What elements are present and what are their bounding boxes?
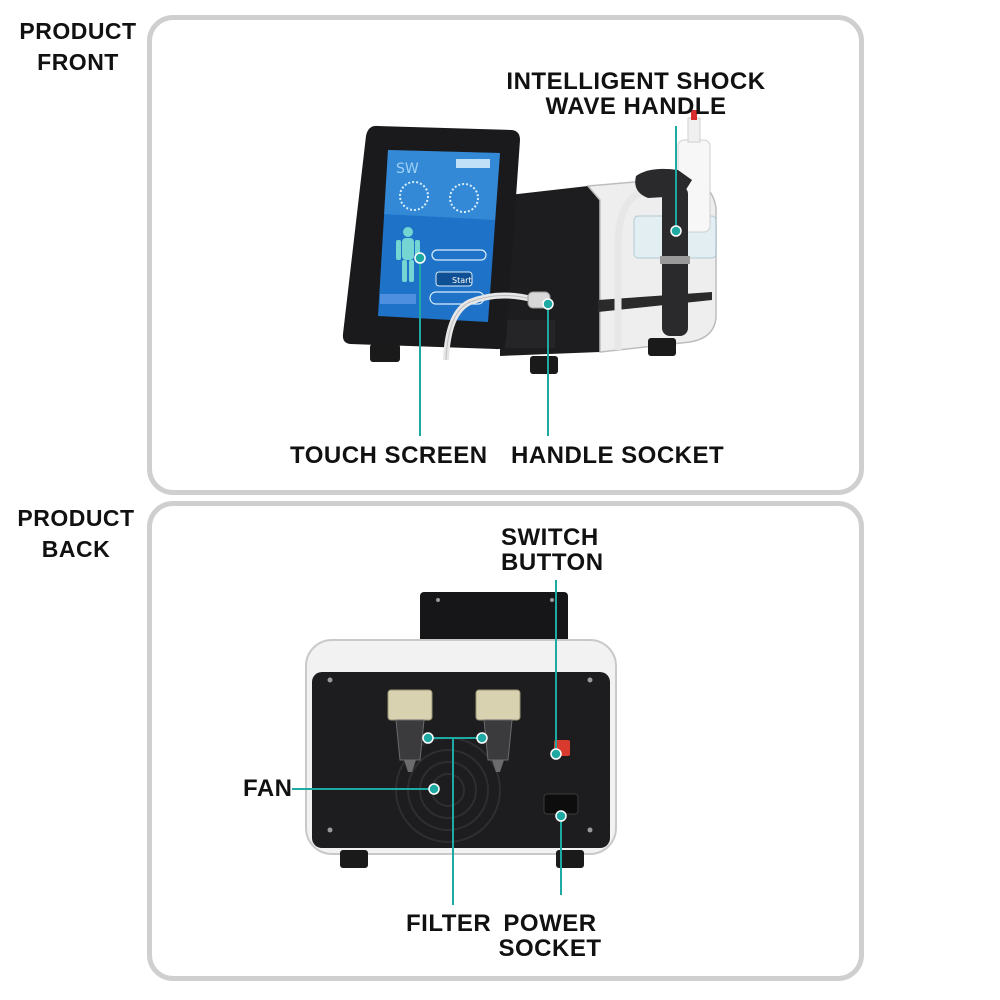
foot-back-left <box>340 850 368 868</box>
screen-start-label: Start <box>452 276 472 285</box>
back-panel-black <box>312 672 610 848</box>
foot-front-left <box>370 344 400 362</box>
foot-front-right <box>648 338 676 356</box>
device-body-front <box>500 186 600 356</box>
filter-right <box>475 689 521 772</box>
intelligent-shock-wave-handle-label: INTELLIGENT SHOCK WAVE HANDLE <box>500 69 772 119</box>
back-device <box>305 592 617 868</box>
gel-bottle-tip <box>691 110 697 120</box>
front-callout-dots <box>414 225 682 310</box>
fan-label: FAN <box>243 775 293 802</box>
switch-label-line1: SWITCH <box>501 524 599 551</box>
front-device: SW Start <box>342 110 717 374</box>
back-callout-dots <box>422 732 567 822</box>
front-title-line2: FRONT <box>37 49 119 75</box>
gel-bottle-cap <box>687 117 701 143</box>
screen-body-figure <box>396 227 420 282</box>
screen-top-field <box>456 159 490 168</box>
handle-label-line1: INTELLIGENT SHOCK <box>506 68 766 95</box>
screen-field-1 <box>431 249 487 261</box>
screen-dial-right <box>449 183 479 213</box>
screen-bottom-button <box>380 294 416 304</box>
handle-socket-label: HANDLE SOCKET <box>511 442 725 469</box>
side-cable <box>614 188 644 350</box>
back-callout-lines <box>292 580 562 905</box>
foot-front-mid <box>530 356 558 374</box>
shock-wave-handle-ring <box>660 256 690 264</box>
back-section-title: PRODUCT BACK <box>12 503 140 565</box>
switch-button-label: SWITCH BUTTON <box>501 525 604 575</box>
foot-back-right <box>556 850 584 868</box>
touch-screen-label: TOUCH SCREEN <box>290 442 488 469</box>
handle-cable-shadow <box>445 294 536 361</box>
handle-label-line2: WAVE HANDLE <box>545 93 727 120</box>
front-title-line1: PRODUCT <box>19 18 137 44</box>
power-label-line1: POWER <box>503 910 597 937</box>
switch-label-line2: BUTTON <box>501 549 604 576</box>
front-vent <box>505 320 555 348</box>
back-screws <box>327 598 593 833</box>
front-callout-lines <box>419 126 677 436</box>
power-label-line2: SOCKET <box>498 935 602 962</box>
power-socket-label: POWER SOCKET <box>498 911 602 961</box>
front-section-title: PRODUCT FRONT <box>14 16 142 78</box>
back-title-line1: PRODUCT <box>17 505 135 531</box>
screen-start-button <box>435 271 473 287</box>
screen-logo: SW <box>396 161 419 177</box>
back-title-line2: BACK <box>41 536 111 562</box>
tablet-back <box>420 592 568 652</box>
filter-label: FILTER <box>406 910 492 937</box>
screen-dial-left <box>399 181 429 211</box>
filter-left <box>387 689 433 772</box>
